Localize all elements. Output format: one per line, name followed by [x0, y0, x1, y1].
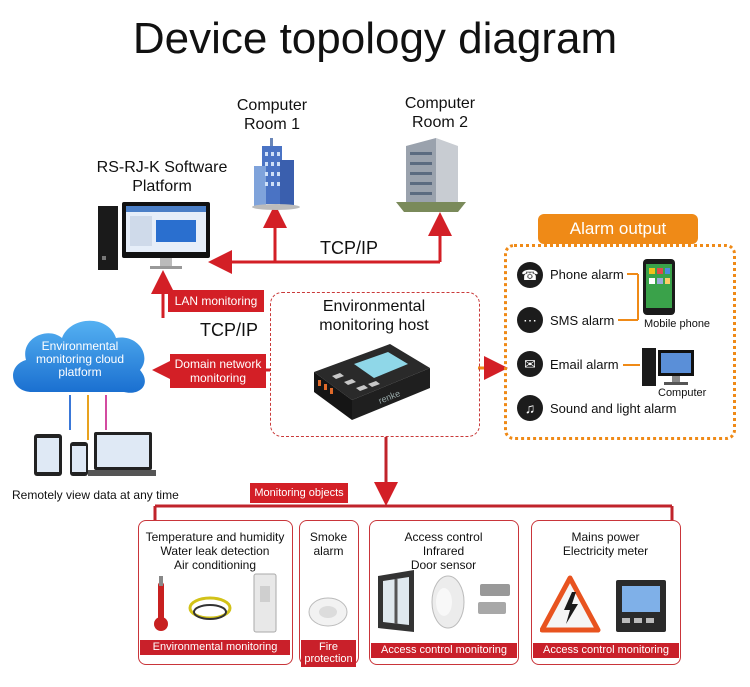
tower-building-icon [252, 138, 300, 210]
cloud-icon [13, 320, 145, 393]
room2-label: Computer Room 2 [404, 95, 476, 131]
phone-icon: ☎ [517, 262, 543, 288]
diagram-title: Device topology diagram [132, 14, 618, 63]
host-box [270, 292, 480, 437]
bell-icon: ♫ [517, 395, 543, 421]
panel-environmental-desc: Temperature and humidity Water leak dete… [145, 530, 285, 572]
access-devices-icon [378, 570, 510, 632]
monitoring-host-device-icon: renke [314, 344, 430, 420]
panel-power-desc: Mains power Electricity meter [562, 530, 649, 558]
computer-label: Computer [658, 387, 707, 399]
email-icon: ✉ [517, 351, 543, 377]
software-platform-label: RS-RJ-K Software Platform [96, 159, 228, 195]
panel-access-footer: Access control monitoring [371, 643, 517, 658]
desktop-computer-icon [98, 202, 210, 270]
alarm-item-email: Email alarm [550, 357, 619, 372]
environmental-sensors-icon [154, 573, 277, 633]
alarm-item-phone: Phone alarm [550, 267, 624, 282]
alarm-item-sms: SMS alarm [550, 313, 615, 328]
domain-monitoring-tag: Domain network monitoring [170, 354, 266, 388]
cloud-label: Environmental monitoring cloud platform [35, 339, 125, 379]
mobile-phone-label: Mobile phone [644, 318, 711, 330]
tcp-ip-mid-label: TCP/IP [200, 320, 259, 340]
alarm-box [504, 244, 736, 440]
power-devices-icon [540, 575, 666, 633]
panel-access-desc: Access control Infrared Door sensor [404, 530, 483, 572]
panel-environmental-footer: Environmental monitoring [140, 640, 290, 655]
host-label: Environmental monitoring host [319, 298, 429, 334]
office-building-icon [396, 138, 466, 212]
mobile-phone-icon [643, 259, 675, 315]
panel-fire-desc: Smoke alarm [309, 530, 348, 558]
room1-label: Computer Room 1 [236, 97, 308, 133]
sms-icon: ⋯ [517, 307, 543, 333]
smoke-detector-icon [308, 597, 348, 627]
remote-view-label: Remotely view data at any time [12, 488, 179, 502]
alarm-item-sound-light: Sound and light alarm [550, 401, 677, 416]
lan-monitoring-tag: LAN monitoring [168, 290, 264, 312]
monitoring-objects-tag: Monitoring objects [250, 483, 348, 503]
alarm-header: Alarm output [538, 214, 698, 244]
tcp-ip-top-label: TCP/IP [320, 238, 379, 258]
panel-fire-footer: Fire protection [301, 640, 356, 667]
computer-icon [642, 348, 694, 386]
panel-power-footer: Access control monitoring [533, 643, 679, 658]
remote-devices-icon [34, 432, 156, 476]
